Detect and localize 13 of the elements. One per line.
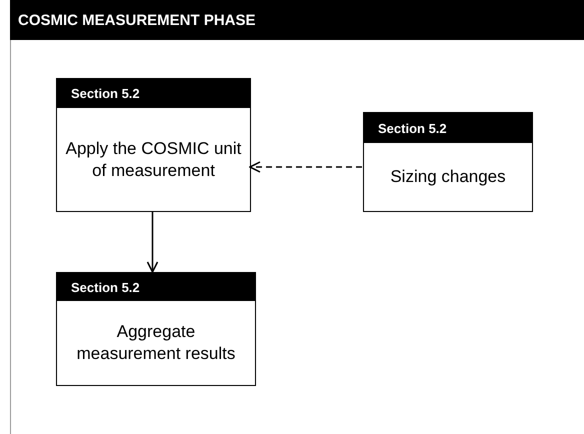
process-box: [363, 112, 533, 212]
arrow: [249, 161, 362, 173]
arrow: [146, 212, 158, 273]
section-header: Section 5.2: [57, 79, 250, 108]
section-header: Section 5.2: [57, 273, 255, 301]
phase-panel: [10, 0, 584, 434]
section-header: Section 5.2: [364, 113, 532, 143]
process-text: Aggregate measurement results: [76, 321, 236, 365]
phase-title: COSMIC MEASUREMENT PHASE: [10, 0, 584, 40]
process-text: Apply the COSMIC unit of measurement: [64, 138, 242, 182]
process-box: [56, 272, 256, 386]
process-box: [56, 78, 251, 212]
process-text: Sizing changes: [389, 166, 507, 188]
